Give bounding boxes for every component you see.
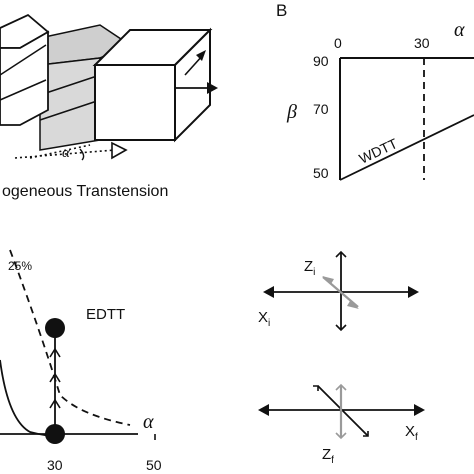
z-arrow-gray-icon [322,276,334,284]
panel-c-alpha-symbol: α [143,411,154,433]
panel-d-bottom-cross: Zf Xf [258,383,425,466]
panel-b-plot: B 0 30 α 90 70 50 β WDTT [276,1,474,181]
panel-a-block-diagram: α ogeneous Transtension [0,13,218,200]
x-arrow-left-icon [263,286,274,298]
zi-label: Zi [304,258,315,278]
panel-c-plot: 25% α 30 50 EDTT [0,249,162,473]
y-tick-90: 90 [313,53,329,69]
angle-alpha-label: α [62,145,71,161]
xf-arrow-left-icon [258,404,269,416]
wdtt-line [339,114,474,181]
edtt-label: EDTT [86,306,125,323]
panel-a-caption: ogeneous Transtension [2,183,168,200]
panel-c-tick-30: 30 [47,457,63,473]
edtt-end-point [45,318,65,338]
beta-axis-symbol: β [286,101,297,123]
xf-label: Xf [405,423,418,443]
extension-arrow-icon [207,82,218,94]
x-arrow-right-icon [408,286,419,298]
x-tick-0: 0 [334,35,342,51]
panel-d-top-cross: Zi Xi [258,250,419,332]
curve-25-label: 25% [8,259,32,273]
xi-label: Xi [258,309,270,329]
xf-arrow-right-icon [414,404,425,416]
dashed-curve-25 [9,249,131,426]
shear-zone-front [39,57,101,151]
right-cube-front [94,64,176,141]
panel-c-tick-50: 50 [146,457,162,473]
edtt-start-point [45,424,65,444]
panel-b-letter: B [276,1,287,20]
y-tick-70: 70 [313,101,329,117]
alpha-axis-symbol: α [454,19,465,41]
y-tick-50: 50 [313,165,329,181]
zf-label: Zf [322,446,334,466]
open-arrowhead-icon [111,141,128,160]
solid-curve [0,359,59,437]
x-tick-30: 30 [414,35,430,51]
